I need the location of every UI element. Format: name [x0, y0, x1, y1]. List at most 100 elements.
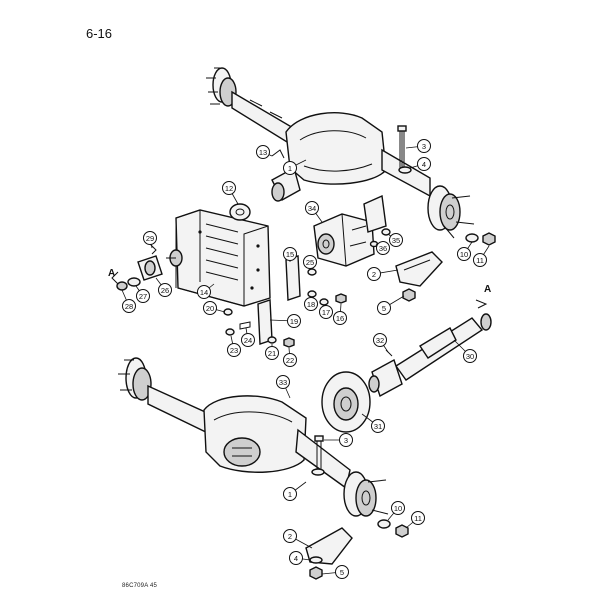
callout-16: 16 [333, 303, 347, 325]
callout-30: 30 [453, 339, 477, 363]
callout-circle [389, 233, 403, 247]
callout-circle [411, 511, 425, 525]
callout-4: 4 [409, 157, 431, 171]
callout-number: 19 [290, 317, 298, 326]
transfer-gearbox [166, 209, 271, 307]
callout-number: 10 [460, 250, 468, 259]
callout-31: 31 [361, 413, 385, 433]
callout-circle [265, 346, 279, 360]
callout-1: 1 [283, 481, 307, 501]
callout-number: 5 [382, 304, 386, 313]
front-washer-upper [311, 468, 325, 476]
callout-circle [417, 157, 431, 171]
callout-32: 32 [373, 333, 389, 353]
front-u-bolt [314, 435, 324, 470]
callout-number: 16 [336, 314, 344, 323]
callout-circle [335, 565, 349, 579]
washer-18 [307, 290, 317, 298]
yoke-bolt-29 [149, 243, 157, 255]
callout-circle [305, 201, 319, 215]
callout-circle [304, 297, 318, 311]
callout-5: 5 [377, 295, 405, 315]
callout-1: 1 [283, 159, 307, 175]
callout-14: 14 [197, 283, 215, 299]
callout-number: 30 [466, 352, 474, 361]
pump-adapter [363, 194, 387, 233]
callout-circle [303, 255, 317, 269]
callout-circle [256, 145, 270, 159]
callout-circle [457, 247, 471, 261]
callout-circle [376, 241, 390, 255]
callout-circle [283, 247, 297, 261]
callout-36: 36 [375, 241, 390, 255]
callout-5: 5 [321, 565, 349, 579]
callout-10: 10 [457, 241, 473, 261]
callout-19: 19 [269, 314, 301, 328]
callout-number: 2 [372, 270, 376, 279]
callout-circle [283, 487, 297, 501]
callout-35: 35 [387, 233, 403, 247]
callout-number: 4 [294, 554, 298, 563]
hydraulic-pump [313, 213, 375, 267]
callout-number: 1 [288, 164, 292, 173]
nut-22 [283, 337, 295, 348]
callout-number: 24 [244, 336, 252, 345]
callout-number: 26 [161, 286, 169, 295]
callout-25: 25 [303, 255, 317, 270]
drive-shaft [368, 313, 492, 398]
front-axle-assembly [118, 357, 409, 580]
callout-number: 17 [322, 308, 330, 317]
callout-number: 3 [344, 436, 348, 445]
callout-circle [287, 314, 301, 328]
callout-circle [283, 161, 297, 175]
gearbox-mount-bracket-15 [285, 255, 301, 301]
callout-number: 15 [286, 250, 294, 259]
callout-number: 28 [125, 302, 133, 311]
rear-hub-nut-11 [482, 232, 496, 246]
callout-number: 25 [306, 258, 314, 267]
callout-circle [283, 353, 297, 367]
rear-nut [402, 288, 416, 302]
seal-35 [381, 228, 391, 236]
rear-axle-right-hub [427, 185, 475, 239]
callout-17: 17 [319, 304, 333, 319]
callout-number: 10 [394, 504, 402, 513]
callout-number: 14 [200, 288, 208, 297]
page-number: 6-16 [86, 26, 113, 41]
yoke-washer-28 [116, 281, 128, 291]
callout-circle [136, 289, 150, 303]
callout-layer: 1234510111213141516171819202122232425262… [121, 139, 490, 579]
callout-number: 31 [374, 422, 382, 431]
washer-20 [223, 308, 233, 316]
callout-10: 10 [387, 501, 405, 521]
callout-20: 20 [203, 301, 226, 315]
callout-circle [143, 231, 157, 245]
callout-3: 3 [405, 139, 431, 153]
callout-number: 11 [476, 256, 484, 265]
callout-number: 29 [146, 234, 154, 243]
callout-13: 13 [256, 145, 273, 159]
callout-number: 36 [379, 244, 387, 253]
washer-25 [307, 268, 317, 276]
callout-27: 27 [135, 285, 150, 303]
callout-circle [417, 139, 431, 153]
callout-number: 27 [139, 292, 147, 301]
callout-number: 35 [392, 236, 400, 245]
callout-circle [373, 333, 387, 347]
gear-12 [229, 203, 251, 221]
callout-11: 11 [405, 511, 425, 529]
yoke-seal-27 [127, 277, 141, 287]
bolt-24 [239, 321, 251, 330]
callout-circle [158, 283, 172, 297]
callout-15: 15 [283, 247, 297, 262]
rear-axle-assembly [206, 67, 496, 302]
callout-circle [339, 433, 353, 447]
callout-28: 28 [121, 289, 136, 313]
callout-circle [197, 285, 211, 299]
callout-number: 23 [230, 346, 238, 355]
callout-22: 22 [283, 347, 297, 367]
clip-13 [271, 149, 285, 159]
rear-hub-cap-10 [465, 233, 479, 243]
callout-2: 2 [283, 529, 313, 549]
callout-circle [463, 349, 477, 363]
